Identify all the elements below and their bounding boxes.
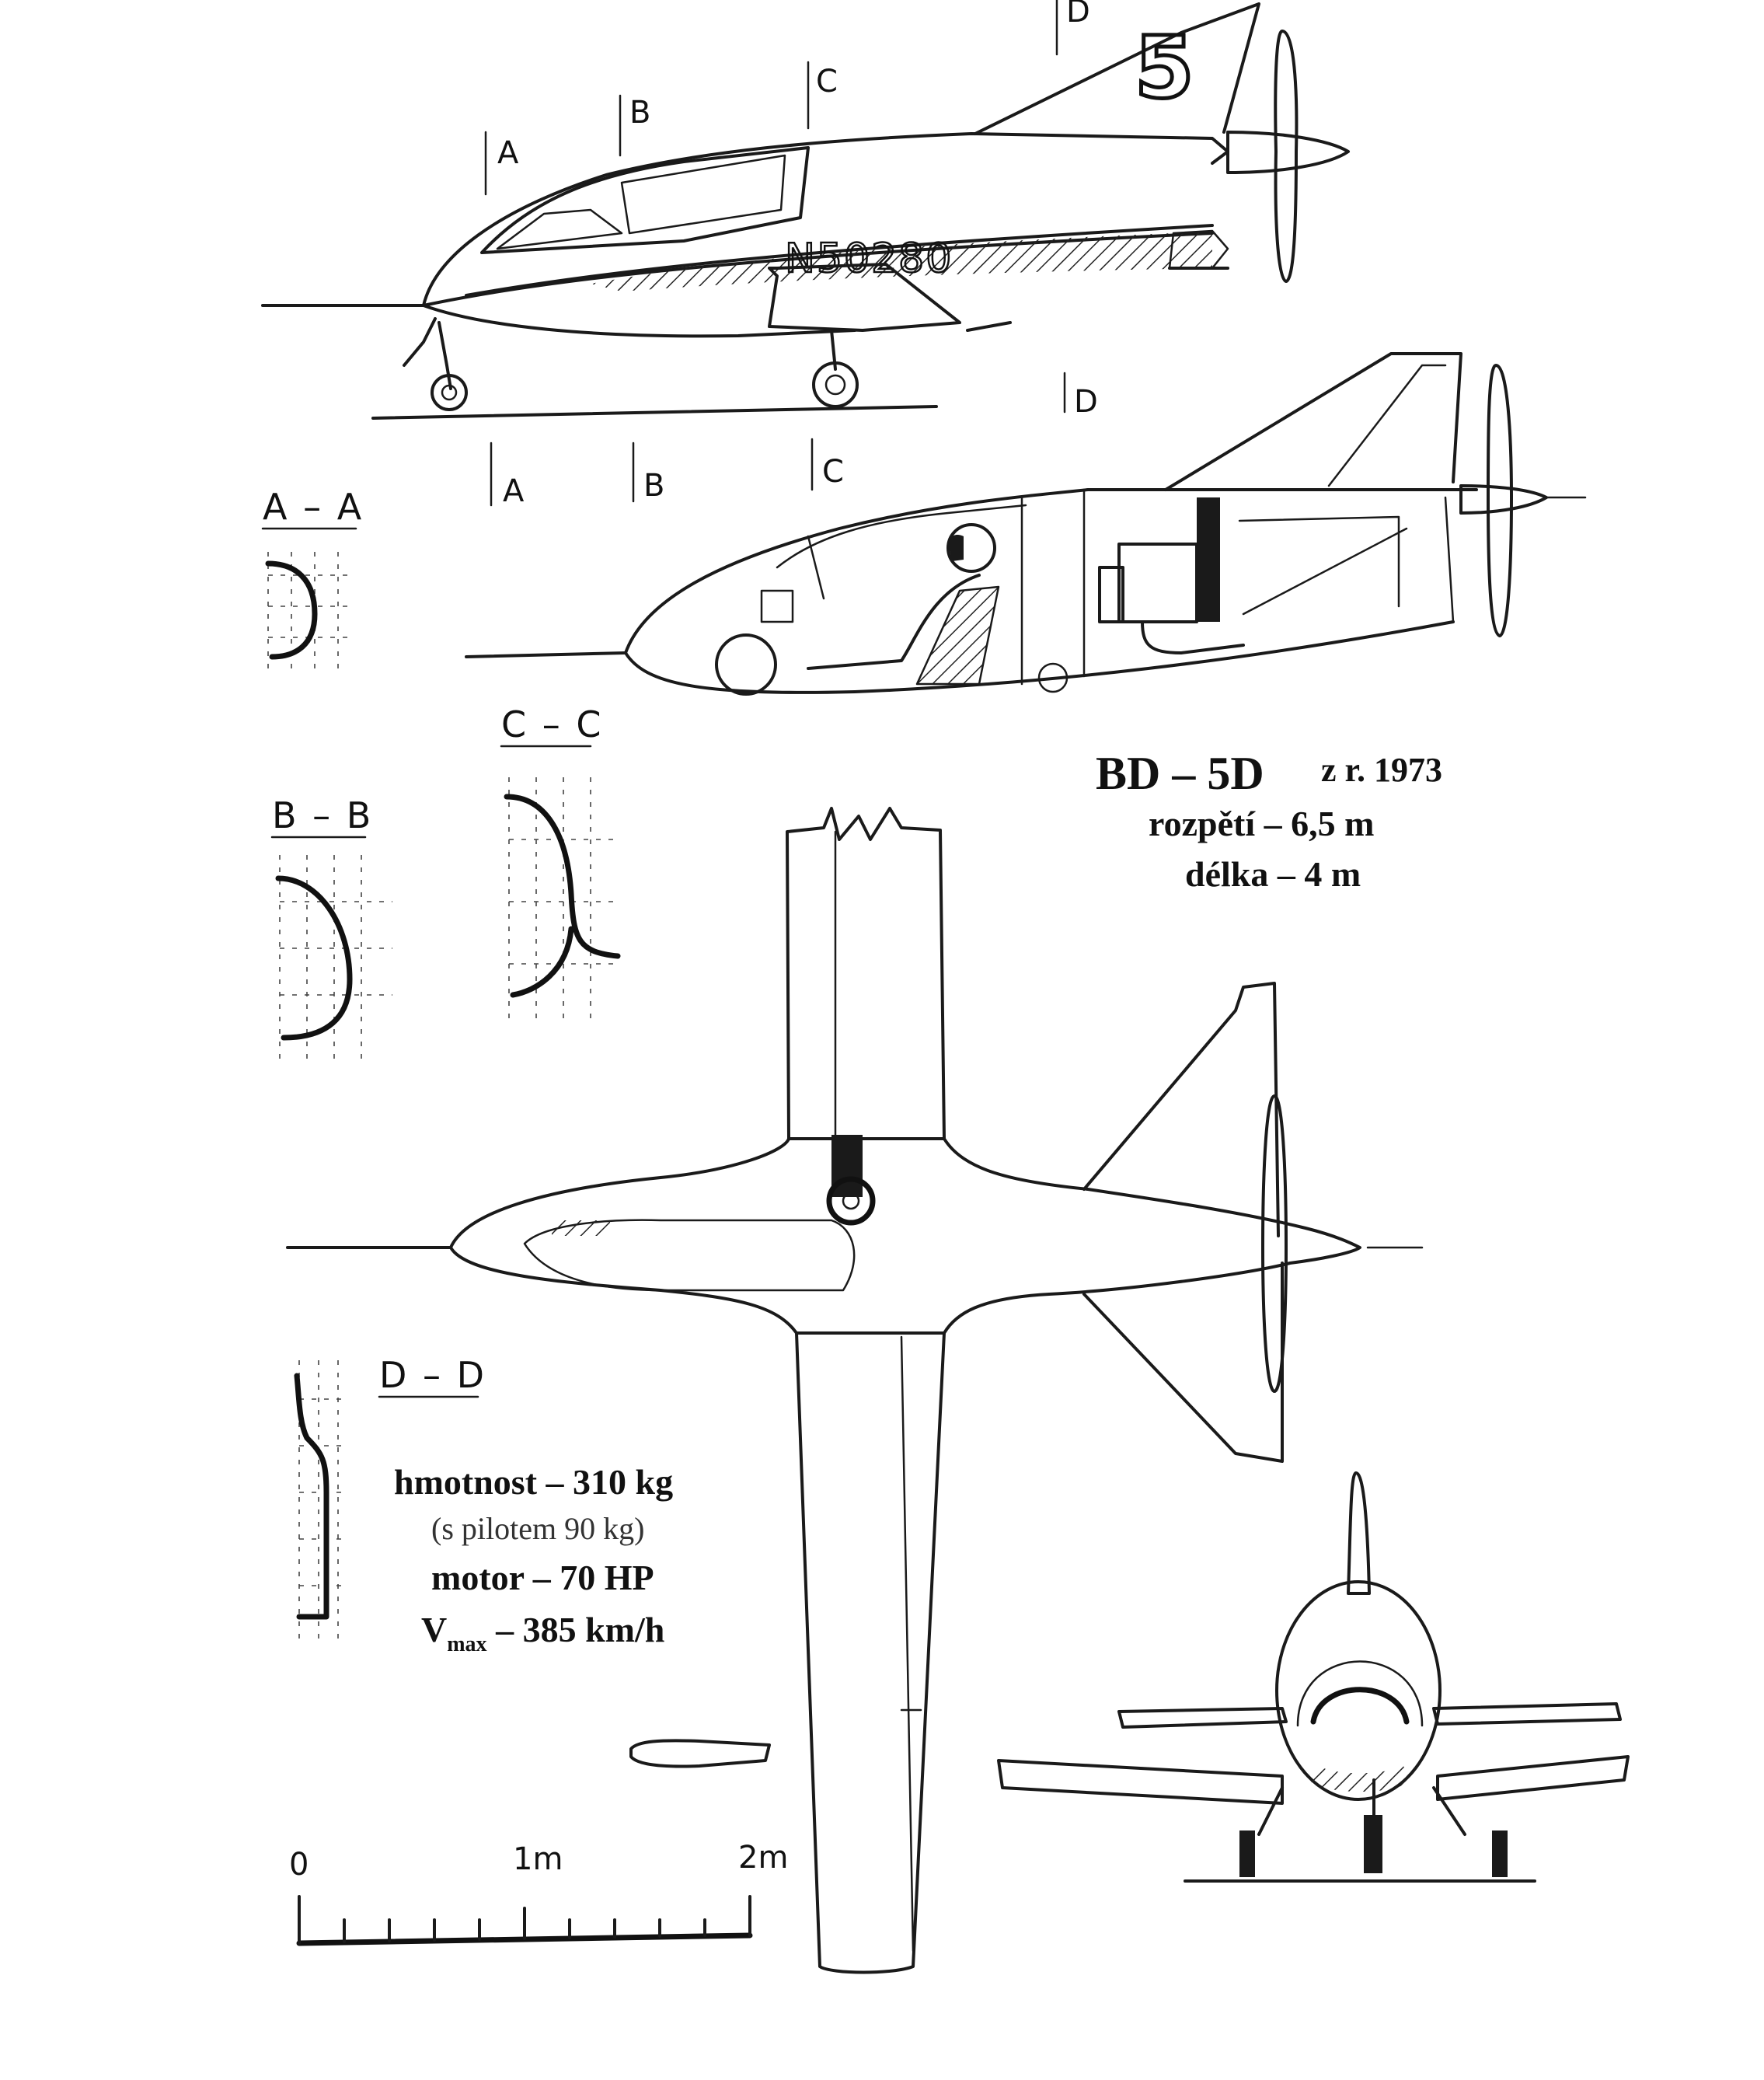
length-spec: délka – 4 m: [1185, 854, 1361, 894]
section-a-a: A – A: [261, 486, 364, 676]
cut-label-c: C: [816, 64, 838, 99]
tip-tank-detail: [629, 1739, 771, 1768]
registration-number: N50280: [785, 236, 953, 282]
cutaway-cut-label-c: C: [822, 454, 844, 490]
cutaway-view: A B C D: [465, 352, 1587, 696]
section-b-b: B – B: [270, 794, 392, 1065]
model-year: z r. 1973: [1321, 751, 1442, 789]
cut-label-b: B: [629, 95, 650, 131]
scale-label-2m: 2m: [738, 1840, 788, 1876]
scale-label-1m: 1m: [513, 1841, 563, 1877]
wingspan-spec: rozpětí – 6,5 m: [1149, 804, 1374, 843]
mass-spec: hmotnost – 310 kg: [394, 1462, 673, 1502]
front-view: [997, 1471, 1630, 1883]
section-label-d: D – D: [379, 1354, 486, 1396]
section-c-c: C – C: [500, 703, 621, 1026]
scale-label-0: 0: [289, 1847, 309, 1883]
tail-number: 5: [1135, 18, 1194, 117]
model-name: BD – 5D: [1096, 748, 1264, 799]
cut-label-a: A: [497, 135, 519, 171]
vmax-spec: Vmax – 385 km/h: [421, 1610, 664, 1656]
cutaway-cut-label-a: A: [503, 473, 525, 509]
scale-bar: 0 1m 2m: [289, 1840, 788, 1946]
title-block: BD – 5D z r. 1973 rozpětí – 6,5 m délka …: [1096, 748, 1442, 894]
section-label-a: A – A: [263, 486, 364, 528]
side-view: 5 N50280 A B C D: [261, 0, 1350, 420]
cut-label-d: D: [1066, 0, 1090, 30]
engine-spec: motor – 70 HP: [431, 1558, 654, 1597]
section-label-b: B – B: [272, 794, 373, 836]
performance-specs: hmotnost – 310 kg (s pilotem 90 kg) moto…: [394, 1462, 673, 1656]
section-d-d: D – D: [294, 1354, 486, 1640]
cutaway-cut-label-d: D: [1074, 384, 1098, 420]
plan-view: [286, 807, 1424, 1974]
section-label-c: C – C: [501, 703, 603, 745]
cutaway-cut-label-b: B: [643, 468, 664, 504]
pilot-mass-note: (s pilotem 90 kg): [431, 1511, 644, 1546]
